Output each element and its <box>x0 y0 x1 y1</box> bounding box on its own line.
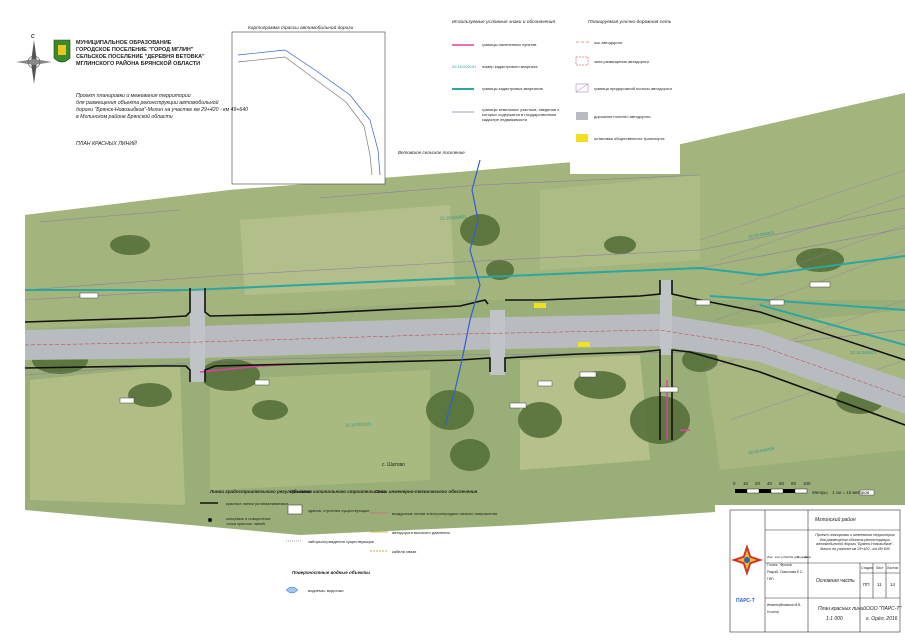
header-org-line-2: ГОРОДСКОЕ ПОСЕЛЕНИЕ "ГОРОД МГЛИН" <box>76 47 194 53</box>
legend-eng-item-1: воздушные линии электропередачи низкого … <box>392 511 498 516</box>
header-org-line-1: МУНИЦИПАЛЬНОЕ ОБРАЗОВАНИЕ <box>76 40 172 46</box>
tb-stage-header-2: Лист <box>876 566 884 570</box>
aerial-photo <box>25 93 905 535</box>
cadastral-boundaries <box>24 174 905 376</box>
scale-tick-4: 60 <box>779 481 785 486</box>
scale-bar <box>735 488 808 494</box>
legend-water-title: Поверхностные водные объекты <box>292 570 371 575</box>
legend-main-box <box>447 17 574 137</box>
company-logo <box>731 544 763 576</box>
legend-road-strip: граница придорожной полосы автодороги <box>594 86 672 91</box>
tb-staff-name-2: Смыслова Е.С. <box>780 570 804 574</box>
legend-eng-title: Сети инженерно-технического обеспечения <box>375 489 478 494</box>
header-org-line-3: СЕЛЬСКОЕ ПОСЕЛЕНИЕ "ДЕРЕВНЯ ВЕТОВКА" <box>76 54 205 60</box>
legend-capital-title: Объекты капитального строительства <box>290 489 386 494</box>
legend-item-quarter-border: границы кадастровых кварталов <box>482 86 543 91</box>
legend-road-symbols <box>575 41 590 142</box>
tb-city-year: г. Орёл, 2016 <box>866 616 898 622</box>
buildings <box>79 281 875 496</box>
legend-bottom-symbols <box>200 502 388 594</box>
tb-logo-text: ПАРС-Т <box>736 598 755 604</box>
legend-road-box <box>570 18 680 174</box>
village-label: с. Шатово <box>382 462 405 468</box>
legend-capital-item-2: заборы/ограждения существующие <box>308 539 374 544</box>
project-line-2: для размещения объекта реконструкции авт… <box>76 100 219 106</box>
scale-tick-1: 10 <box>743 481 749 486</box>
tb-description: Проект планировки и межевания территории… <box>815 533 895 551</box>
tb-company: ООО "ПАРС-Т" <box>866 606 902 612</box>
tb-scale: 1:1 000 <box>826 616 843 622</box>
tb-staff-role-1: Гл.инж. <box>767 563 779 567</box>
tb-staff-role-4: Инженер <box>767 603 781 607</box>
red-lines <box>24 280 905 440</box>
stream <box>444 159 481 426</box>
scale-tick-0: 0 <box>733 481 736 486</box>
legend-eng-item-3: кабели связи <box>392 549 417 554</box>
scale-tick-2: 20 <box>755 481 761 486</box>
quarter-borders <box>25 255 905 346</box>
tb-staff-role-5: Н.контр. <box>767 610 780 614</box>
tb-role-header-4: № док. <box>790 555 800 559</box>
legend-eng-item-2: автодорога высокого давления <box>392 530 450 535</box>
bus-stop-1 <box>534 303 546 308</box>
tb-staff-name-4: Фомкина М.В. <box>780 603 802 607</box>
scheme-box <box>231 31 386 185</box>
legend-water-item: водоемы, водотоки <box>308 588 344 593</box>
tb-role-header-3: Лист <box>784 555 791 559</box>
north-arrow-icon <box>16 40 52 84</box>
tb-stage-header-3: Листов <box>887 566 899 570</box>
scale-units: Метры <box>812 490 828 495</box>
scheme-trace <box>237 49 381 176</box>
scale-tick-5: 80 <box>791 481 797 486</box>
tb-role-header-6: Дата <box>804 555 811 559</box>
plan-title: ПЛАН КРАСНЫХ ЛИНИЙ <box>76 141 137 147</box>
scale-tick-3: 40 <box>767 481 773 486</box>
tb-stage-header-1: Стадия <box>861 566 873 570</box>
legend-lines-item-2: концевые и поворотные точки красных лини… <box>226 516 271 526</box>
tb-section: Основная часть <box>816 578 855 584</box>
legend-item-quarter-number: номер кадастрового квартала <box>482 64 538 69</box>
project-line-4: в Мглинском районе Брянской области <box>76 114 173 120</box>
tb-sheet-title: План красных линий <box>818 606 867 612</box>
settlement-border-label: Ветовское сельское поселение <box>398 150 465 155</box>
tb-staff-role-3: ГИП <box>767 577 774 581</box>
coat-of-arms <box>53 39 71 63</box>
tb-stage-value-2: 11 <box>877 582 882 587</box>
legend-lines-item-1: красные линии устанавливаемые <box>226 501 289 506</box>
legend-road-axis: ось автодороги <box>594 40 623 45</box>
title-block-frame <box>729 509 901 633</box>
tb-role-header-5: Подпись <box>797 555 809 559</box>
tb-stage-value-1: ПП <box>863 582 870 587</box>
legend-road-title: Планируемая улично-дорожная сеть <box>588 20 672 25</box>
legend-item-land-plots: границы земельных участков, сведения о к… <box>482 107 560 122</box>
legend-road-bus-stop: остановка общественного транспорта <box>594 136 665 141</box>
tb-staff-name-1: Фролов <box>780 563 792 567</box>
scale-tick-6: 100 <box>803 481 811 486</box>
road-surface <box>24 280 905 414</box>
legend-main-symbols <box>452 44 474 113</box>
tb-role-header-2: Кол.уч <box>775 555 784 559</box>
legend-lines-title: Линии градостроительного регулирования <box>210 489 312 494</box>
legend-main-title: Используемые условные знаки и обозначени… <box>452 20 556 25</box>
project-line-3: дороги "Брянск-Новозыбков"-Мглин на учас… <box>76 107 249 113</box>
tb-staff-role-2: Разраб. <box>767 570 779 574</box>
quarter-code-5: 32:16:040401 <box>850 350 877 355</box>
tb-role-header-1: Изм. <box>767 555 774 559</box>
bus-stop-2 <box>578 342 590 347</box>
tb-district: Мглинский район <box>815 517 856 523</box>
roadside-zone-hatch <box>689 169 905 421</box>
compass-label: С <box>31 34 35 40</box>
project-line-1: Проект планировки и межевания территории <box>76 93 191 99</box>
legend-capital-item-1: здания, строения существующие <box>308 508 370 513</box>
tb-stage-value-3: 14 <box>890 582 896 587</box>
scale-note: 1 см = 10 метров <box>832 490 870 495</box>
legend-code-sample: 32:16:000101 <box>452 64 477 69</box>
legend-road-zone: зона размещения автодороги <box>594 59 649 64</box>
header-org-line-4: МГЛИНСКОГО РАЙОНА БРЯНСКОЙ ОБЛАСТИ <box>76 61 201 67</box>
scheme-title: Картограмма трассы автомобильной дороги <box>248 26 354 31</box>
legend-road-surface: дорожное полотно автодороги <box>594 114 651 119</box>
legend-item-settlement: границы населенных пунктов <box>482 42 537 47</box>
